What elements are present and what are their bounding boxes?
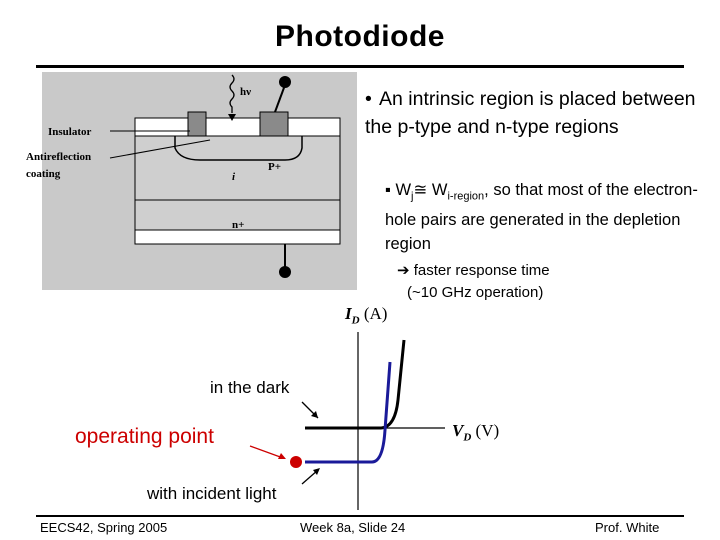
bottom-terminal [279, 266, 291, 278]
arrow-note-line1: faster response time [413, 262, 550, 279]
p-plus-label: P+ [268, 161, 281, 173]
id-axis-label: ID (A) [345, 304, 388, 327]
antireflection-label: Antireflection [26, 151, 91, 163]
insulator-label: Insulator [48, 126, 92, 138]
vd-axis-label: VD (V) [452, 421, 500, 444]
operating-point-label: operating point [75, 425, 214, 448]
in-dark-label: in the dark [210, 378, 290, 397]
main-bullet: •An intrinsic region is placed between t… [365, 85, 705, 141]
top-lead [274, 84, 286, 113]
square-bullet-icon: ▪ [385, 181, 396, 199]
light-curve [305, 361, 392, 464]
op-pointer [249, 445, 284, 459]
footer-divider [36, 515, 684, 517]
arrow-note: ➔ faster response time (~10 GHz operatio… [397, 260, 697, 304]
w2-subscript: i-region [447, 190, 485, 203]
w-symbol: W [395, 181, 412, 199]
op-arrowhead-icon [278, 453, 286, 459]
arrow-note-line2: (~10 GHz operation) [407, 284, 544, 301]
i-label: i [232, 171, 236, 183]
dark-arrowhead-icon [311, 411, 318, 418]
photon-arrow-icon [228, 114, 236, 121]
slide-title: Photodiode [275, 20, 445, 53]
coating-label: coating [26, 168, 61, 180]
footer-slide-number: Week 8a, Slide 24 [300, 520, 406, 535]
w-subscript: j [411, 190, 414, 203]
insulator-layer [134, 117, 341, 137]
right-contact [259, 111, 289, 137]
top-terminal [279, 76, 291, 88]
sub-bullet: ▪ Wj≅ Wi-region, so that most of the ele… [385, 178, 705, 256]
hv-label: hν [240, 86, 251, 98]
photon-wave-icon [229, 74, 235, 113]
title-divider [36, 65, 684, 68]
n-plus-label: n+ [232, 219, 244, 231]
approx-symbol: ≅ [413, 181, 428, 199]
w2-symbol: W [431, 181, 448, 199]
bullet-dot-icon: • [365, 88, 372, 110]
intrinsic-layer [134, 135, 341, 231]
with-light-label: with incident light [147, 484, 277, 503]
coating-pointer [109, 139, 211, 159]
light-arrowhead-icon [313, 468, 320, 475]
dark-curve [305, 339, 406, 430]
p-plus-region [174, 136, 303, 161]
bottom-contact-layer [134, 229, 341, 245]
right-arrow-icon: ➔ [397, 262, 414, 279]
footer-author: Prof. White [595, 520, 660, 535]
footer-course: EECS42, Spring 2005 [40, 520, 168, 535]
main-bullet-text: An intrinsic region is placed between th… [365, 88, 696, 138]
operating-point-marker [290, 456, 302, 468]
left-contact [187, 111, 207, 137]
sub-bullet-text: , so that most of the electron-hole pair… [385, 181, 698, 254]
